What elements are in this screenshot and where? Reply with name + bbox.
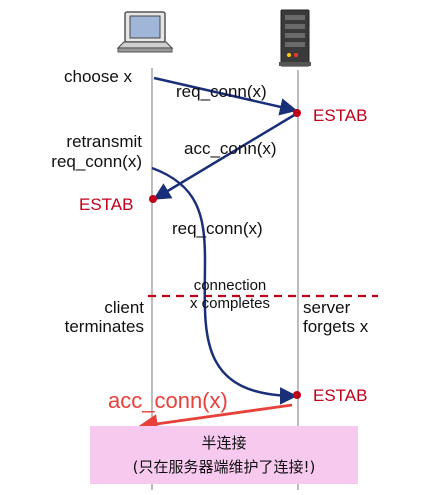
estab-server-dot-2 [293,391,301,399]
retransmit-label-1: retransmit [66,132,142,151]
server-label-2: forgets x [303,317,369,336]
acc-conn-arrow-2 [138,403,293,434]
estab-client-dot [149,195,157,203]
estab-client-label: ESTAB [79,195,134,214]
server-icon [279,9,311,67]
acc-conn-label-1: acc_conn(x) [184,139,277,158]
retransmit-label-2: req_conn(x) [51,152,142,171]
note-subtitle: (只在服务器端维护了连接!) [132,458,316,476]
acc-conn-label-2: acc_conn(x) [108,388,228,413]
half-connection-note: 半连接 (只在服务器端维护了连接!) [90,426,358,484]
estab-server-dot-1 [293,109,301,117]
req-conn-arrow-1 [153,76,298,116]
server-label-1: server [303,298,351,317]
laptop-icon [116,11,174,53]
estab-server-label-2: ESTAB [313,386,368,405]
estab-server-label-1: ESTAB [313,106,368,125]
req-conn-label-1: req_conn(x) [176,82,267,101]
req-conn-label-2: req_conn(x) [172,219,263,238]
client-label-2: terminates [64,317,144,336]
client-label-1: client [104,298,144,317]
connection-label-2: x completes [189,295,271,312]
choose-label: choose x [64,67,133,86]
req-conn-arrow-2 [151,166,298,405]
note-title: 半连接 [201,434,247,452]
connection-label-1: connection [193,277,267,294]
